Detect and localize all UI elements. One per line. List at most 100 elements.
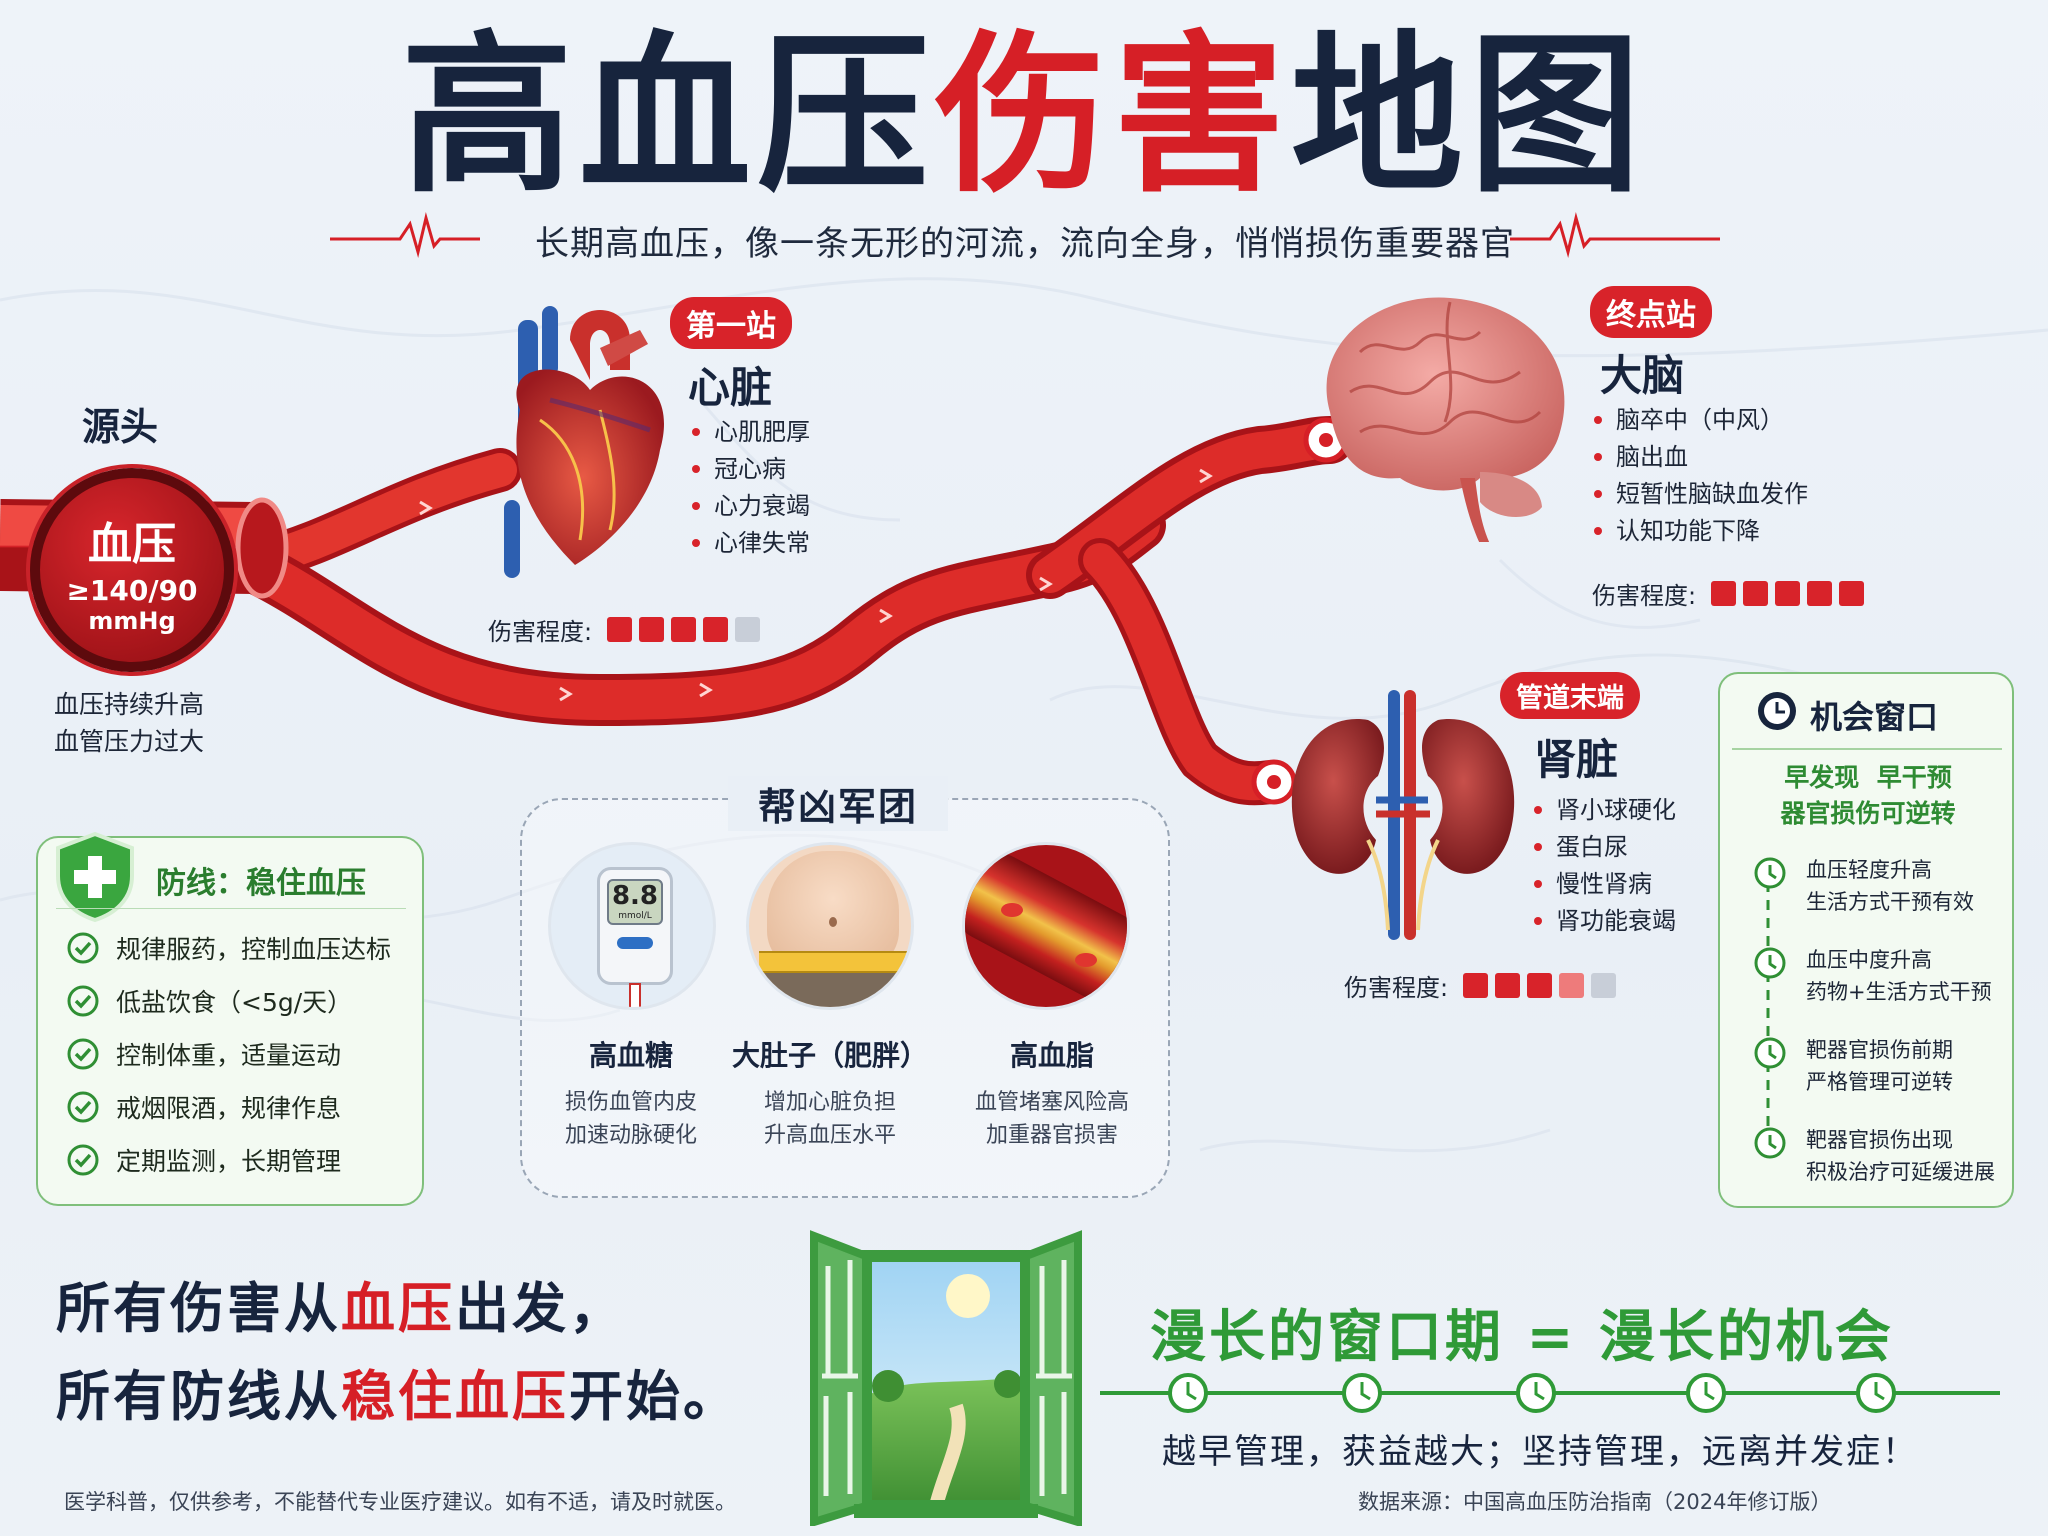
clock-icon <box>1856 1373 1896 1413</box>
defense-item-text: 戒烟限酒，规律作息 <box>116 1094 342 1123</box>
heart-effects-list: 心肌肥厚 冠心病 心力衰竭 心律失常 <box>690 414 810 562</box>
slogan-line-1: 所有伤害从血压出发， <box>56 1264 626 1343</box>
list-item: 心肌肥厚 <box>690 414 810 451</box>
stage-line-1: 靶器官损伤出现 <box>1806 1128 1953 1152</box>
title-part-3: 地图 <box>1291 15 1647 216</box>
severity-square <box>639 617 665 642</box>
clock-icon <box>1754 947 1786 979</box>
accomplice-desc: 增加心脏负担 升高血压水平 <box>725 1086 935 1152</box>
brain-title: 大脑 <box>1600 351 1685 400</box>
defense-item: 规律服药，控制血压达标 <box>66 930 391 966</box>
stage-line-2: 积极治疗可延缓进展 <box>1806 1160 1995 1184</box>
accomplice-desc: 血管堵塞风险高 加重器官损害 <box>947 1086 1157 1152</box>
accomplice-name: 高血糖 <box>588 1039 673 1072</box>
defense-item-text: 定期监测，长期管理 <box>116 1147 342 1176</box>
heart-severity-meter: 伤害程度: <box>488 612 761 647</box>
heart-severity-label: 伤害程度: <box>488 618 593 646</box>
heartbeat-line-right-icon <box>1510 212 1720 258</box>
artery-plaque-image <box>962 842 1130 1010</box>
brain-effects-list: 脑卒中（中风） 脑出血 短暂性脑缺血发作 认知功能下降 <box>1592 402 1808 550</box>
subtitle: 长期高血压，像一条无形的河流，流向全身，悄悄损伤重要器官 <box>535 224 1515 264</box>
severity-square <box>1807 581 1833 606</box>
stage-line-1: 血压轻度升高 <box>1806 858 1932 882</box>
window-slogan: 漫长的窗口期 = 漫长的机会 <box>1150 1305 1894 1370</box>
check-circle-icon <box>67 985 99 1017</box>
list-item: 心力衰竭 <box>690 488 810 525</box>
stage-item: 血压中度升高 药物+生活方式干预 <box>1806 944 1992 1008</box>
kidney-title: 肾脏 <box>1534 735 1619 784</box>
list-item: 冠心病 <box>690 451 810 488</box>
accomplice-desc-line: 增加心脏负担 <box>763 1090 896 1115</box>
heart-illustration <box>504 306 664 578</box>
clock-icon <box>1342 1373 1382 1413</box>
stage-item: 血压轻度升高 生活方式干预有效 <box>1806 854 1974 918</box>
belly-image <box>746 842 914 1010</box>
shield-cross-icon <box>56 831 134 923</box>
defense-item: 低盐饮食（<5g/天） <box>66 983 352 1019</box>
slogan-text: 开始。 <box>569 1365 740 1428</box>
source-heading: 源头 <box>82 405 159 449</box>
check-circle-icon <box>67 1038 99 1070</box>
brain-illustration <box>1326 297 1565 542</box>
kidney-illustration <box>1291 690 1515 940</box>
chance-title: 机会窗口 <box>1810 698 1939 736</box>
slogan-text: 所有伤害从 <box>56 1277 341 1340</box>
heartbeat-line-left-icon <box>330 212 480 258</box>
check-circle-icon <box>67 1091 99 1123</box>
severity-square <box>607 617 633 642</box>
severity-square <box>671 617 697 642</box>
stage-line-2: 严格管理可逆转 <box>1806 1070 1953 1094</box>
defense-item: 控制体重，适量运动 <box>66 1036 341 1072</box>
kidney-stage-badge: 管道末端 <box>1500 672 1640 719</box>
chance-subtitle: 早发现 早干预 器官损伤可逆转 <box>1720 760 2016 832</box>
list-item: 脑出血 <box>1592 439 1808 476</box>
severity-square <box>1743 581 1769 606</box>
severity-square <box>1775 581 1801 606</box>
list-item: 慢性肾病 <box>1532 866 1676 903</box>
chance-sub-line-1: 早发现 早干预 <box>1784 763 1952 792</box>
check-circle-icon <box>67 1144 99 1176</box>
kidney-severity-label: 伤害程度: <box>1344 974 1449 1002</box>
subtitle-row: 长期高血压，像一条无形的河流，流向全身，悄悄损伤重要器官 <box>330 212 1720 264</box>
stage-line-1: 靶器官损伤前期 <box>1806 1038 1953 1062</box>
list-item: 心律失常 <box>690 525 810 562</box>
accomplice-desc-line: 加重器官损害 <box>985 1123 1118 1148</box>
open-window-illustration <box>810 1230 1082 1526</box>
clock-icon <box>1754 857 1786 889</box>
clock-icon <box>1168 1373 1208 1413</box>
source-desc: 血压持续升高 血管压力过大 <box>54 686 204 760</box>
severity-square <box>1527 973 1553 998</box>
accomplice-name: 大肚子（肥胖） <box>731 1039 928 1072</box>
kidney-effects-list: 肾小球硬化 蛋白尿 慢性肾病 肾功能衰竭 <box>1532 792 1676 940</box>
disclaimer: 医学科普，仅供参考，不能替代专业医疗建议。如有不适，请及时就医。 <box>64 1490 736 1514</box>
divider <box>56 908 406 909</box>
defense-item: 戒烟限酒，规律作息 <box>66 1089 341 1125</box>
kidney-severity-meter: 伤害程度: <box>1344 968 1617 1003</box>
glucometer-reading: 8.8 <box>611 881 659 911</box>
window-subtitle: 越早管理，获益越大；坚持管理，远离并发症！ <box>1162 1432 1918 1472</box>
clock-icon <box>1686 1373 1726 1413</box>
stage-item: 靶器官损伤前期 严格管理可逆转 <box>1806 1034 1953 1098</box>
stage-line-2: 药物+生活方式干预 <box>1806 980 1992 1004</box>
severity-square <box>1839 581 1865 606</box>
accomplice-desc-line: 升高血压水平 <box>763 1123 896 1148</box>
stage-item: 靶器官损伤出现 积极治疗可延缓进展 <box>1806 1124 1995 1188</box>
defense-title: 防线：稳住血压 <box>156 866 366 901</box>
timeline-track <box>1766 882 1770 1148</box>
bp-unit: mmHg <box>88 607 176 635</box>
heart-title: 心脏 <box>688 363 773 412</box>
list-item: 脑卒中（中风） <box>1592 402 1808 439</box>
chance-window-panel: 机会窗口 早发现 早干预 器官损伤可逆转 血压轻度升高 生活方式干预有效 血压中… <box>1718 672 2014 1208</box>
slogan-highlight: 血压 <box>341 1277 455 1340</box>
list-item: 蛋白尿 <box>1532 829 1676 866</box>
defense-item: 定期监测，长期管理 <box>66 1142 341 1178</box>
severity-square <box>703 617 729 642</box>
stage-line-2: 生活方式干预有效 <box>1806 890 1974 914</box>
severity-square <box>735 617 761 642</box>
page-title: 高血压伤害地图 <box>0 30 2048 202</box>
accomplice-desc-line: 损伤血管内皮 <box>564 1090 697 1115</box>
check-circle-icon <box>67 932 99 964</box>
list-item: 短暂性脑缺血发作 <box>1592 476 1808 513</box>
brain-severity-label: 伤害程度: <box>1592 582 1697 610</box>
clock-icon <box>1516 1373 1556 1413</box>
